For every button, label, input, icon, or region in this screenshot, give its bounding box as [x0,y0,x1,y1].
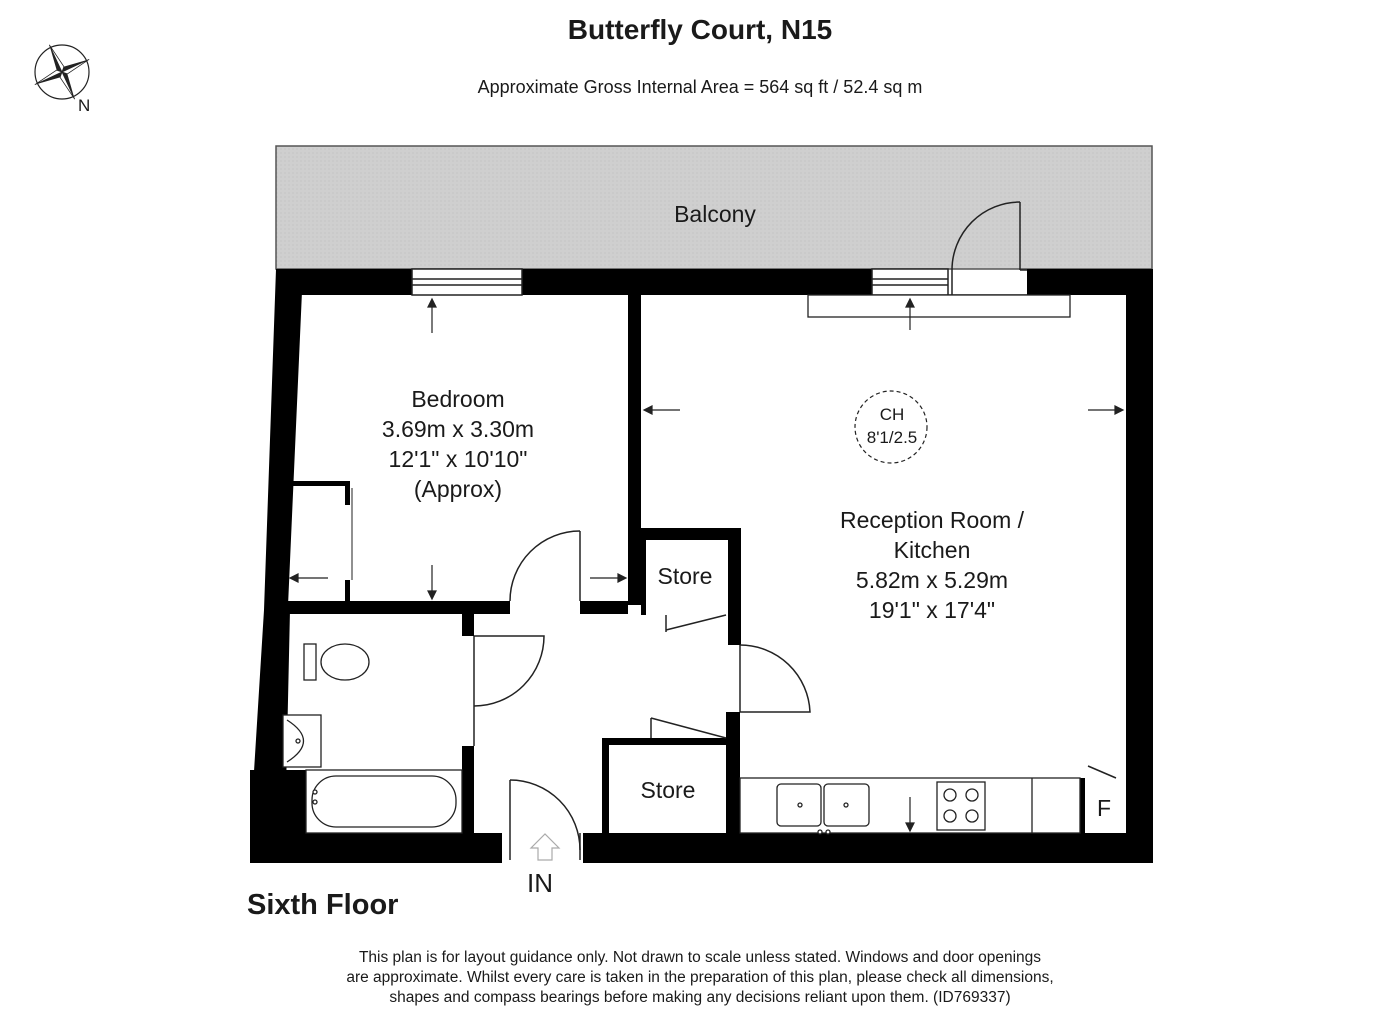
bathroom-fixtures [282,643,463,834]
exterior-walls [250,269,1153,863]
entrance-label: IN [527,868,553,898]
page-title: Butterfly Court, N15 [567,14,833,45]
entrance-arrow-icon [529,833,561,861]
store-upper-label: Store [657,563,713,589]
area-summary: Approximate Gross Internal Area = 564 sq… [477,77,923,97]
ceiling-height-value: 8'1/2.5 [866,428,918,447]
windows [411,268,949,296]
bedroom-imperial: 12'1" x 10'10" [388,446,528,472]
interior-walls [288,295,1085,833]
disclaimer: This plan is for layout guidance only. N… [300,948,1100,1008]
disclaimer-line-1: This plan is for layout guidance only. N… [358,949,1042,966]
reception-imperial: 19'1" x 17'4" [868,597,996,623]
bedroom-note: (Approx) [413,476,503,502]
disclaimer-line-2: are approximate. Whilst every care is ta… [346,969,1054,986]
door-swings [473,530,1117,860]
bedroom-name: Bedroom [411,386,505,412]
reception-name-line2: Kitchen [893,537,971,563]
bedroom-metric: 3.69m x 3.30m [381,416,535,442]
compass-north-label: N [78,96,91,115]
reception-metric: 5.82m x 5.29m [855,567,1009,593]
dimension-arrows [288,297,1125,833]
balcony-area [275,145,1153,270]
reception-label: Reception Room / Kitchen 5.82m x 5.29m 1… [800,505,1064,625]
reception-name-line1: Reception Room / [839,507,1025,533]
ceiling-height-title: CH [879,405,905,424]
disclaimer-line-3: shapes and compass bearings before makin… [389,989,1011,1006]
kitchen-window-sill [807,294,1071,318]
compass-rose-icon [34,44,90,100]
balcony-label: Balcony [674,201,756,227]
bedroom-label: Bedroom 3.69m x 3.30m 12'1" x 10'10" (Ap… [338,384,578,504]
ceiling-height-marker [854,390,928,464]
store-lower-label: Store [640,777,696,803]
ceiling-height-label: CH 8'1/2.5 [853,403,931,449]
fridge-label: F [1096,795,1112,821]
floor-label: Sixth Floor [247,889,399,921]
